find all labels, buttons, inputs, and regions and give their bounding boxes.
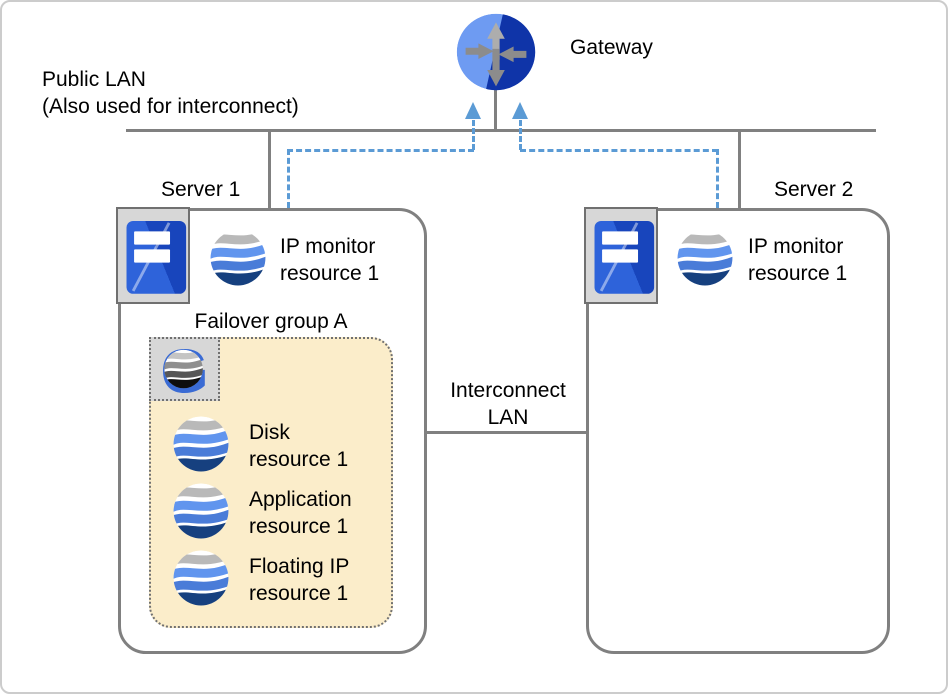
public-lan-line bbox=[126, 129, 876, 132]
server2-monitor-path-vertical bbox=[716, 149, 719, 208]
gateway-router-icon bbox=[456, 13, 536, 91]
disk-resource-icon bbox=[173, 416, 229, 472]
gateway-connector-line bbox=[494, 88, 497, 130]
server1-label: Server 1 bbox=[161, 178, 241, 201]
disk-resource-line2: resource 1 bbox=[249, 448, 349, 471]
server2-monitor-up-arrow-icon bbox=[512, 102, 528, 119]
ip-monitor-line1: IP monitor bbox=[280, 235, 376, 258]
server1-monitor-up-arrow-icon bbox=[465, 102, 481, 119]
application-resource-line1: Application bbox=[249, 488, 352, 511]
public-lan-label-line1: Public LAN bbox=[42, 68, 146, 91]
interconnect-lan-line2: LAN bbox=[487, 406, 529, 429]
ip-monitor-resource-label: IP monitor resource 1 bbox=[280, 233, 379, 287]
interconnect-lan-label: Interconnect LAN bbox=[427, 377, 589, 431]
ip-monitor-line1: IP monitor bbox=[748, 235, 844, 258]
server2-monitor-arrow-shaft bbox=[519, 120, 522, 150]
server1-monitor-arrow-shaft bbox=[472, 120, 475, 150]
application-resource-icon bbox=[173, 483, 229, 539]
server2-monitor-path-horizontal bbox=[520, 149, 718, 152]
ip-monitor-resource-icon bbox=[210, 230, 266, 286]
server1-connector-line bbox=[268, 131, 271, 209]
gateway-label: Gateway bbox=[570, 36, 653, 59]
application-resource-line2: resource 1 bbox=[249, 515, 349, 538]
floating-ip-resource-line1: Floating IP bbox=[249, 555, 350, 578]
server1-monitor-path-vertical bbox=[287, 149, 290, 208]
public-lan-label: Public LAN (Also used for interconnect) bbox=[42, 66, 299, 120]
ip-monitor-line2: resource 1 bbox=[748, 262, 848, 285]
application-resource-label: Application resource 1 bbox=[249, 486, 352, 540]
ip-monitor-resource-icon bbox=[677, 230, 733, 286]
floating-ip-resource-line2: resource 1 bbox=[249, 582, 349, 605]
failover-group-title: Failover group A bbox=[194, 310, 348, 333]
server1-monitor-path-horizontal bbox=[287, 149, 474, 152]
floating-ip-resource-label: Floating IP resource 1 bbox=[249, 553, 349, 607]
public-lan-label-line2: (Also used for interconnect) bbox=[42, 95, 299, 118]
ip-monitor-resource-label: IP monitor resource 1 bbox=[748, 233, 847, 287]
server2-connector-line bbox=[738, 131, 741, 209]
server1-icon bbox=[116, 207, 190, 304]
interconnect-lan-line bbox=[426, 431, 588, 434]
server2-icon bbox=[584, 207, 658, 304]
floating-ip-resource-icon bbox=[173, 550, 229, 606]
failover-group-icon: G bbox=[149, 337, 220, 401]
disk-resource-label: Disk resource 1 bbox=[249, 419, 348, 473]
disk-resource-line1: Disk bbox=[249, 421, 290, 444]
ip-monitor-line2: resource 1 bbox=[280, 262, 380, 285]
server2-label: Server 2 bbox=[774, 178, 854, 201]
interconnect-lan-line1: Interconnect bbox=[450, 379, 566, 402]
